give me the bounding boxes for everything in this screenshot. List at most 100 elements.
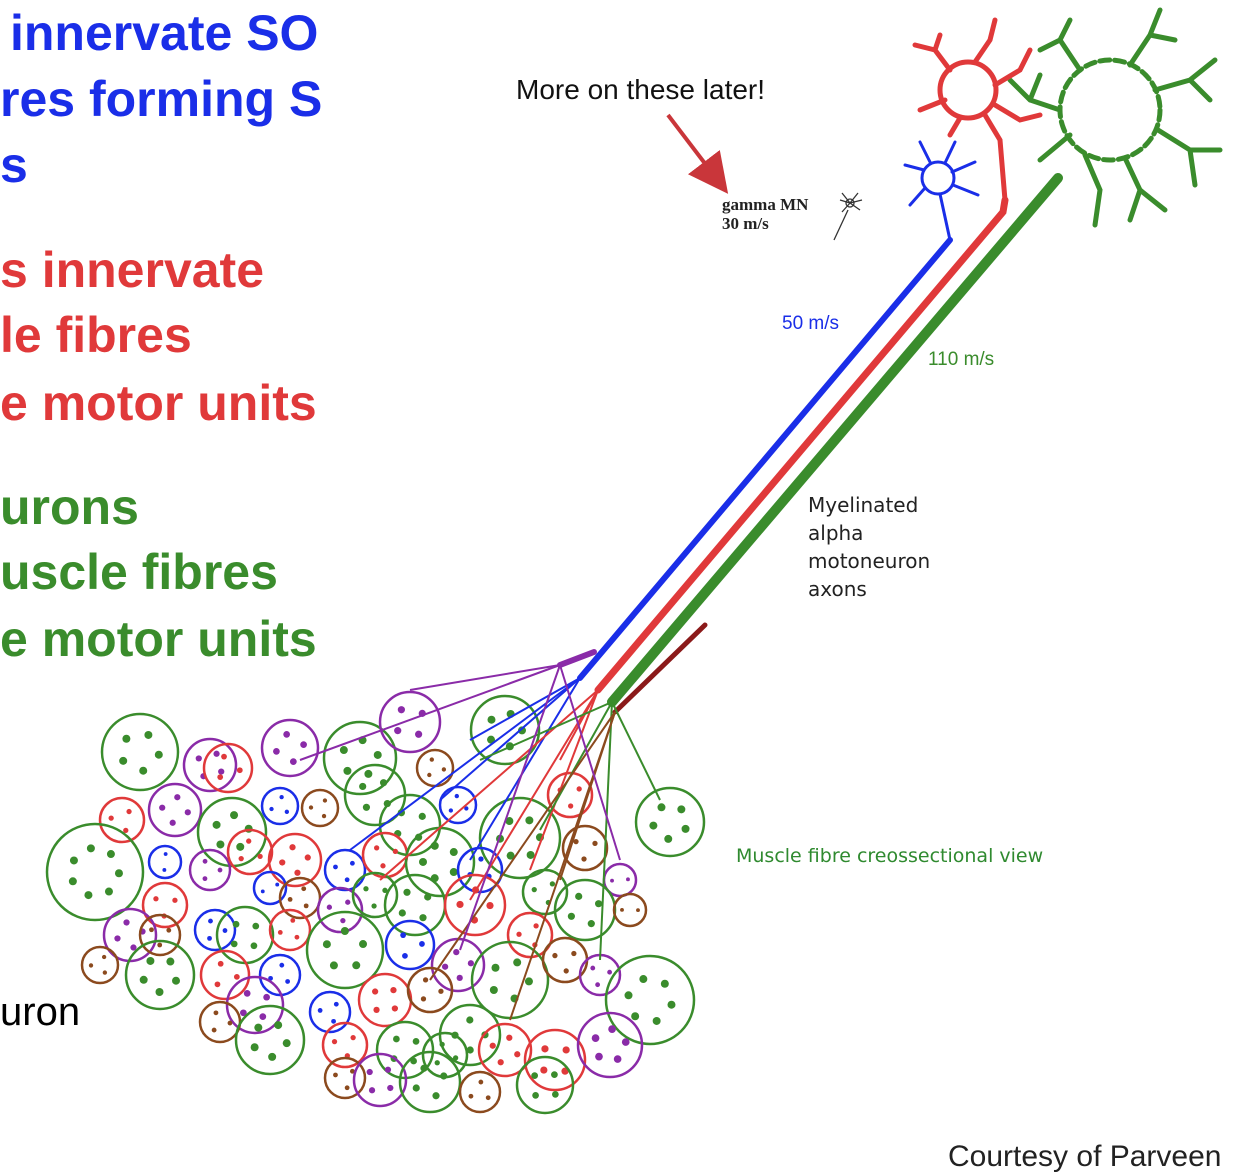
fibre-nucleus <box>352 961 361 970</box>
muscle-fibre <box>260 786 300 826</box>
fibre-nucleus <box>595 982 601 988</box>
fibre-nucleus <box>321 813 327 819</box>
fibre-nucleus <box>456 974 463 982</box>
fibre-nucleus <box>172 897 178 903</box>
fibre-nucleus <box>283 731 291 738</box>
fibre-nucleus <box>660 979 669 988</box>
fibre-nucleus <box>322 940 331 949</box>
red-line-2: le fibres <box>0 307 192 363</box>
fibre-nucleus <box>664 834 673 843</box>
fibre-nucleus <box>464 806 469 811</box>
fibre-nucleus <box>155 987 164 996</box>
muscle-fibre <box>323 848 367 892</box>
fibre-nucleus <box>300 741 307 749</box>
fibre-nucleus <box>108 815 114 821</box>
fibre-nucleus <box>153 896 159 902</box>
muscle-fibre <box>515 1055 575 1115</box>
muscle-fibre <box>268 908 312 952</box>
fibre-nucleus <box>489 1042 496 1049</box>
fibre-nucleus <box>540 1066 548 1074</box>
fibre-nucleus <box>412 1084 420 1092</box>
muscle-fibre <box>308 990 352 1034</box>
nerve-branch <box>479 701 613 761</box>
fibre-nucleus <box>517 726 526 735</box>
axon-bundle <box>557 173 1063 715</box>
fibre-nucleus <box>419 857 428 866</box>
muscle-fibre <box>352 1052 408 1108</box>
fibre-nucleus <box>631 1012 640 1021</box>
muscle-fibre <box>576 1011 644 1079</box>
fibre-nucleus <box>69 856 78 865</box>
fibre-nucleus <box>587 920 595 928</box>
fibre-nucleus <box>434 1060 440 1066</box>
fibre-nucleus <box>84 891 93 900</box>
fibre-nucleus <box>432 1092 440 1100</box>
fibre-nucleus <box>217 774 224 780</box>
fibre-nucleus <box>400 932 406 939</box>
fibre-nucleus <box>677 805 686 814</box>
nerve-branch <box>349 677 581 851</box>
fibre-nucleus <box>208 918 213 924</box>
axon-label: Myelinated alpha motoneuron axons <box>808 491 930 603</box>
muscle-fibre <box>100 712 180 792</box>
muscle-fibre <box>278 876 322 920</box>
fibre-nucleus <box>106 850 115 859</box>
muscle-fibre <box>506 911 554 959</box>
nerve-branch <box>469 677 581 741</box>
fibre-nucleus <box>439 1041 445 1048</box>
fibre-nucleus <box>222 928 228 933</box>
fibre-nucleus <box>139 975 148 984</box>
muscle-fibre <box>147 782 203 838</box>
fibre-nucleus <box>607 969 613 975</box>
fibre-nucleus <box>366 1068 373 1076</box>
fibre-nucleus <box>236 767 243 774</box>
fibre-nucleus <box>130 944 137 951</box>
fibre-nucleus <box>257 853 263 859</box>
fibre-nucleus <box>468 1093 474 1099</box>
fibre-nucleus <box>516 931 522 937</box>
fibre-nucleus <box>144 730 153 739</box>
fibre-nucleus <box>289 844 296 851</box>
fibre-nucleus <box>250 1043 259 1052</box>
fibre-nucleus <box>667 1000 676 1009</box>
blue-line-1: innervate SO <box>10 5 319 61</box>
fibre-nucleus <box>552 952 558 959</box>
fibre-nucleus <box>252 922 260 930</box>
gamma-speed: 30 m/s <box>722 213 769 233</box>
fibre-nucleus <box>102 970 108 975</box>
fibre-nucleus <box>350 1034 356 1041</box>
fibre-nucleus <box>263 993 270 1001</box>
fibre-nucleus <box>217 867 223 873</box>
fibre-nucleus <box>581 856 587 862</box>
fibre-nucleus <box>68 877 77 886</box>
fibre-nucleus <box>322 798 328 803</box>
fibre-nucleus <box>466 1046 474 1054</box>
muscle-fibre <box>316 886 364 934</box>
fibre-nucleus <box>592 840 598 847</box>
nerve-branch <box>469 677 581 861</box>
nerve-branches <box>299 664 661 1021</box>
red-line-3: e motor units <box>0 375 317 431</box>
fibre-nucleus <box>214 981 221 988</box>
fibre-nucleus <box>114 935 121 942</box>
fibre-nucleus <box>532 1092 539 1099</box>
red-line-1: s innervate <box>0 242 265 298</box>
fibre-nucleus <box>339 746 348 755</box>
fibre-nucleus <box>212 820 221 829</box>
fibre-nucleus <box>491 963 500 972</box>
fibre-nucleus <box>453 948 460 956</box>
fibre-nucleus <box>162 868 167 872</box>
fibre-nucleus <box>610 878 614 883</box>
fibre-nucleus <box>551 1071 558 1078</box>
fibre-nucleus <box>514 1051 521 1058</box>
nerve-branch <box>379 689 599 881</box>
nerve-branch <box>599 701 613 961</box>
nerve-branch <box>299 664 561 761</box>
fibre-nucleus <box>344 1085 350 1091</box>
fibre-nucleus <box>424 893 432 901</box>
fibre-nucleus <box>207 935 212 941</box>
blue-speed-label: 50 m/s <box>782 313 840 334</box>
fibre-nucleus <box>174 794 181 801</box>
muscle-fibre <box>322 720 398 796</box>
fibre-nucleus <box>88 963 94 968</box>
